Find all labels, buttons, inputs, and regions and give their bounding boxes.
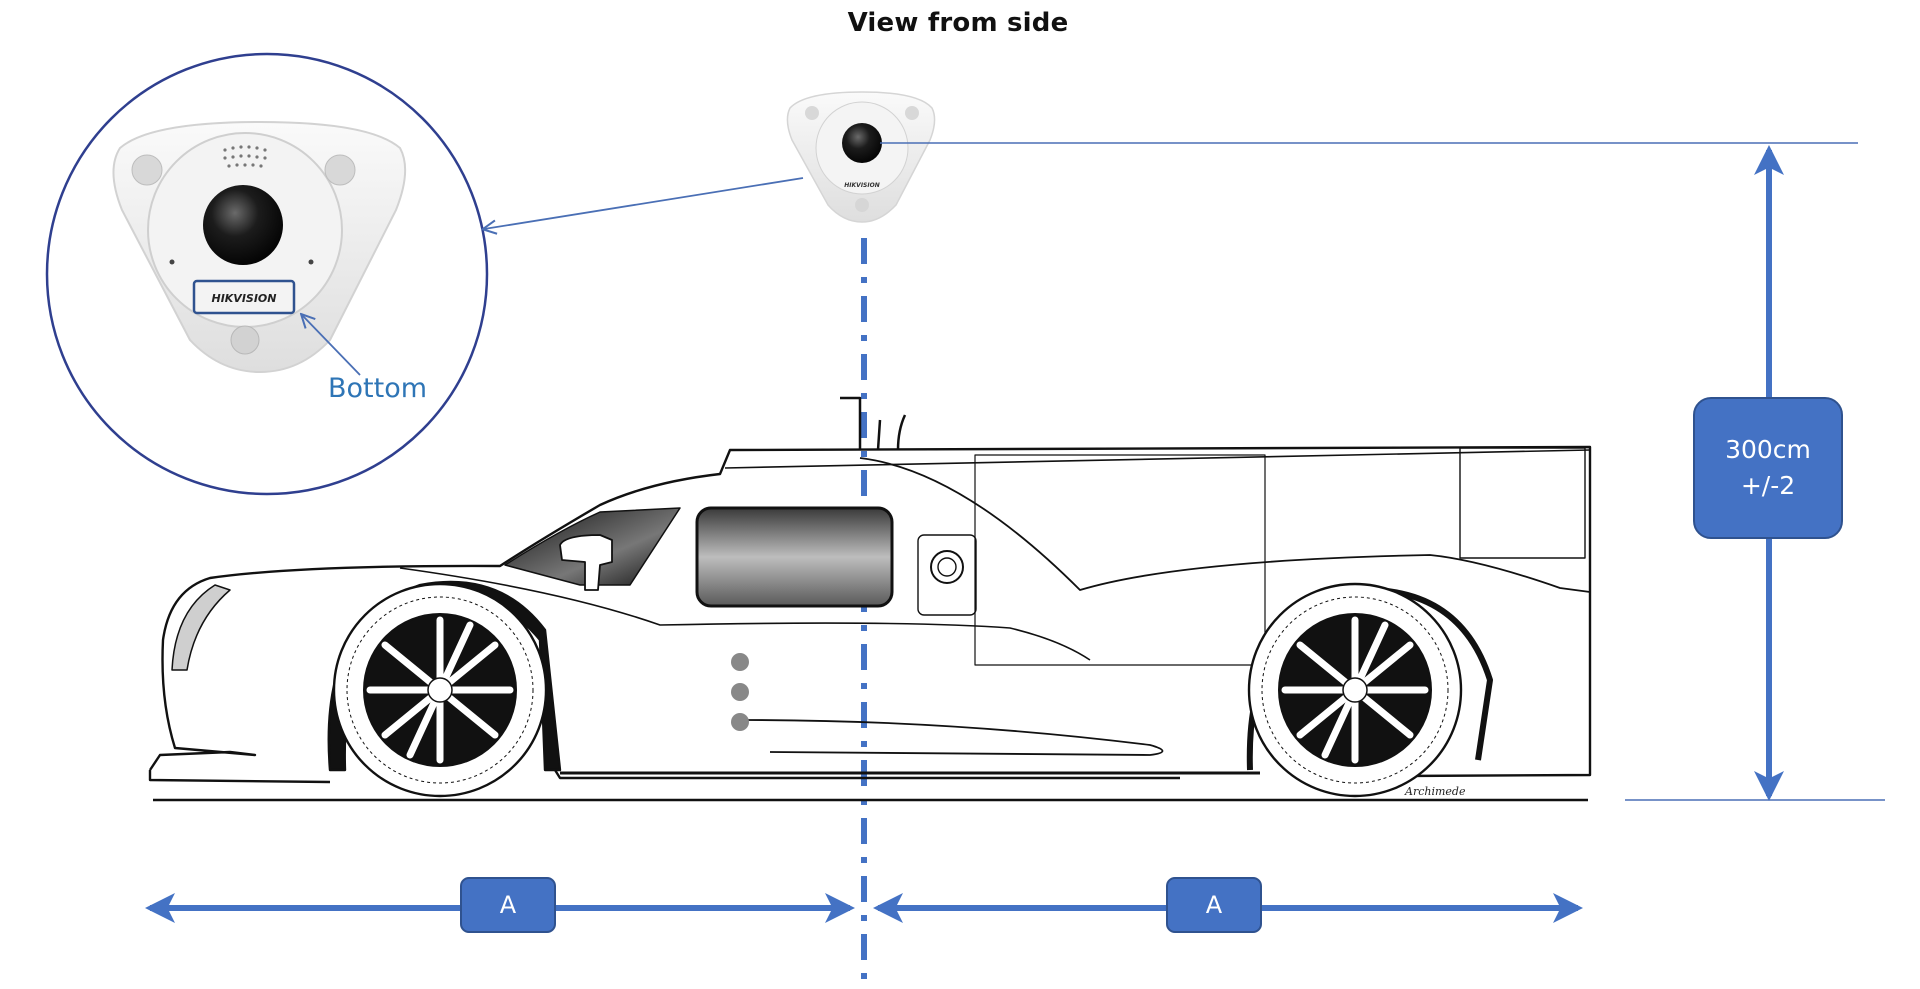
callout-circle — [45, 52, 489, 496]
race-car: Archimede — [148, 396, 1592, 802]
car-body-outline — [148, 445, 1592, 784]
car-rear-wheel — [1247, 582, 1463, 798]
mounted-ir-right — [905, 106, 919, 120]
bottom-pointer-arrow — [302, 315, 361, 376]
height-dimension-label: 300cm +/-2 — [1693, 397, 1843, 539]
car-antenna — [840, 396, 907, 451]
car-headlight — [171, 584, 231, 671]
car-artist-signature: Archimede — [1404, 785, 1466, 798]
speaker-grille — [223, 145, 267, 168]
callout-leader-arrow — [484, 177, 804, 229]
camera-closeup: HIKVISION — [112, 120, 407, 374]
zoom-callout: HIKVISION — [45, 52, 489, 496]
camera-closeup-brand: HIKVISION — [211, 292, 276, 305]
car-side-ornament — [731, 653, 749, 731]
car-rear-panel — [1459, 447, 1586, 559]
car-shoulder-line — [399, 567, 1091, 661]
mounted-camera-brand: HIKVISION — [844, 182, 879, 189]
car-roof-line — [724, 449, 1591, 469]
left-distance-label: A — [460, 877, 556, 933]
mounted-ir-bottom — [855, 198, 869, 212]
screw-left — [169, 259, 175, 265]
car-fuel-panel — [917, 534, 977, 616]
ir-led-bottom — [230, 325, 260, 355]
title-text: View from side — [847, 8, 1069, 38]
car-fuel-cap — [930, 550, 964, 584]
car-front-wheel — [332, 582, 548, 798]
height-value: 300cm — [1725, 435, 1811, 464]
car-sidepod — [744, 719, 1164, 756]
car-mirror — [559, 534, 613, 591]
bottom-label: Bottom — [328, 373, 428, 404]
screw-right — [308, 259, 314, 265]
car-engine-cover — [859, 457, 1591, 593]
mounted-camera-lens — [842, 123, 882, 163]
diagram-title: View from side — [0, 8, 1920, 38]
car-side-window — [695, 506, 894, 608]
car-door-panel — [974, 454, 1266, 666]
mounted-camera: HIKVISION — [786, 91, 936, 223]
ir-led-right — [324, 154, 356, 186]
brand-highlight-box — [192, 279, 296, 315]
right-distance-label: A — [1166, 877, 1262, 933]
camera-closeup-lens — [203, 185, 283, 265]
mounted-ir-left — [805, 106, 819, 120]
ir-led-left — [131, 154, 163, 186]
height-tolerance: +/-2 — [1740, 471, 1796, 500]
